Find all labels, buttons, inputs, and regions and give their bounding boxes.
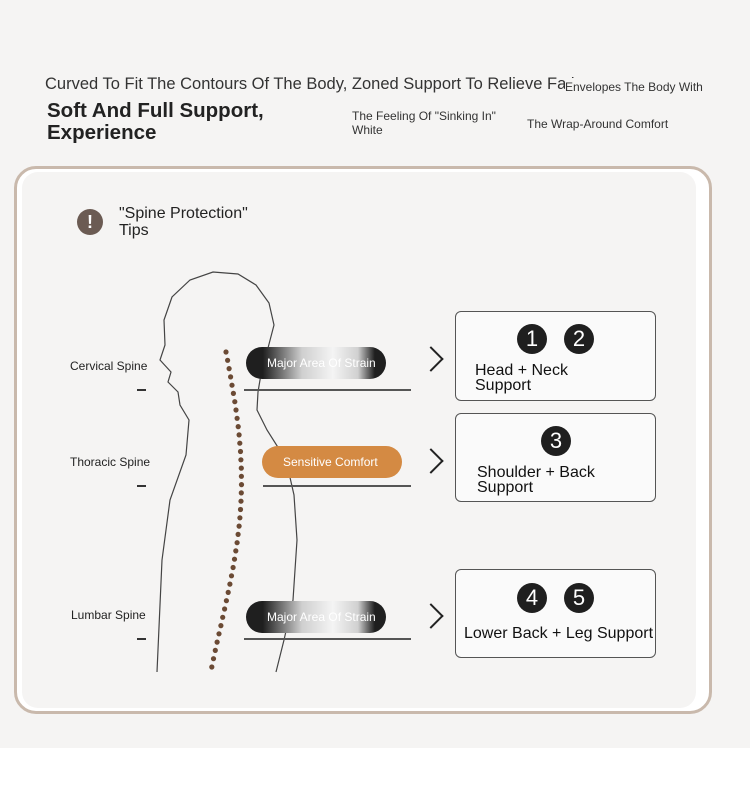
spine-dot: [218, 623, 224, 629]
thoracic-spine-label: Thoracic Spine: [70, 455, 151, 469]
lumbar-spine-label: Lumbar Spine: [71, 608, 146, 622]
head-neck-label: Head + Neck Support: [475, 362, 568, 394]
spine-dot: [216, 631, 222, 637]
spine-dot: [238, 490, 244, 496]
caption-wrap: The Wrap-Around Comfort: [527, 117, 669, 131]
caption-envelops: Envelopes The Body With: [565, 78, 703, 96]
spine-dot: [222, 606, 228, 612]
cervical-line: [244, 389, 411, 391]
spine-dot: [223, 598, 229, 604]
spine-dot: [210, 656, 217, 662]
spine-dot: [237, 515, 243, 521]
tips-title-line-2: Tips: [119, 222, 149, 239]
thoracic-line: [263, 485, 411, 487]
shoulder-back-line-1: Shoulder + Back: [477, 464, 595, 481]
spine-dot: [235, 424, 241, 430]
spine-dot: [229, 382, 235, 388]
spine-dot: [230, 564, 236, 571]
shoulder-back-label: Shoulder + Back Support: [477, 464, 595, 496]
number-5-badge: 5: [564, 583, 594, 613]
lower-back-leg-support-box: 4 5 Lower Back + Leg Support: [455, 569, 656, 658]
spine-dot: [225, 357, 231, 363]
shoulder-back-support-box: 3 Shoulder + Back Support: [455, 413, 656, 502]
spine-dot: [234, 415, 240, 421]
number-1-badge: 1: [517, 324, 547, 354]
tips-title-line-1: "Spine Protection": [119, 205, 248, 222]
number-2-badge: 2: [564, 324, 594, 354]
head-neck-line-1: Head + Neck: [475, 362, 568, 379]
spine-dot: [228, 573, 235, 579]
spine-dot: [236, 523, 242, 529]
spine-dot: [238, 498, 244, 504]
spine-dot: [212, 647, 218, 654]
spine-dot: [238, 473, 244, 479]
exclamation-icon: !: [77, 209, 103, 235]
thoracic-dash: [137, 485, 146, 487]
spine-dot: [223, 349, 229, 355]
cervical-spine-label: Cervical Spine: [70, 359, 148, 373]
tips-title: "Spine Protection" Tips: [119, 205, 248, 239]
spine-dot: [230, 390, 236, 396]
caption-sinking: The Feeling Of "Sinking In" White: [352, 109, 496, 137]
lumbar-badge: Major Area Of Strain: [246, 601, 386, 633]
head-neck-line-2: Support: [475, 377, 532, 394]
spine-dot: [220, 614, 226, 620]
lower-back-leg-label: Lower Back + Leg Support: [464, 625, 654, 642]
caption-sinking-line-1: The Feeling Of "Sinking In": [352, 109, 496, 123]
spine-dot: [235, 531, 241, 538]
spine-dot: [232, 399, 238, 405]
caption-sinking-line-2: White: [352, 123, 383, 137]
spine-dot: [225, 589, 231, 596]
number-3-badge: 3: [541, 426, 571, 456]
spine-dot: [238, 465, 244, 471]
spine-dot: [228, 374, 234, 380]
lumbar-dash: [137, 638, 146, 640]
spine-dot: [238, 482, 245, 488]
headline: Curved To Fit The Contours Of The Body, …: [45, 75, 603, 93]
spine-dot: [237, 506, 244, 513]
thoracic-badge-text: Sensitive Comfort Zone: [283, 455, 378, 469]
lumbar-badge-text: Major Area Of Strain: [267, 610, 376, 624]
spine-dot: [233, 548, 239, 554]
spine-dot: [214, 639, 220, 645]
subhead-line-1: Soft And Full Support,: [47, 99, 264, 122]
spine-dot: [234, 540, 240, 546]
spine-dot: [231, 556, 238, 562]
subhead-line-2: Experience: [47, 121, 157, 144]
spine-dot: [209, 664, 215, 670]
shoulder-back-line-2: Support: [477, 479, 534, 496]
spine-dots: [209, 349, 245, 670]
spine-dot: [227, 581, 233, 587]
head-neck-support-box: 1 2 Head + Neck Support: [455, 311, 656, 401]
number-4-badge: 4: [517, 583, 547, 613]
thoracic-badge: Sensitive Comfort Zone: [262, 446, 402, 478]
cervical-badge-text: Major Area Of Strain: [267, 356, 376, 370]
spine-dot: [233, 407, 239, 413]
spine-dot: [236, 432, 242, 438]
spine-dot: [238, 457, 244, 463]
cervical-badge: Major Area Of Strain: [246, 347, 386, 379]
spine-dot: [237, 440, 243, 446]
subhead: Soft And Full Support, Experience: [47, 100, 264, 144]
spine-dot: [226, 366, 232, 372]
spine-dot: [237, 448, 244, 455]
cervical-dash: [137, 389, 146, 391]
lumbar-line: [244, 638, 411, 640]
